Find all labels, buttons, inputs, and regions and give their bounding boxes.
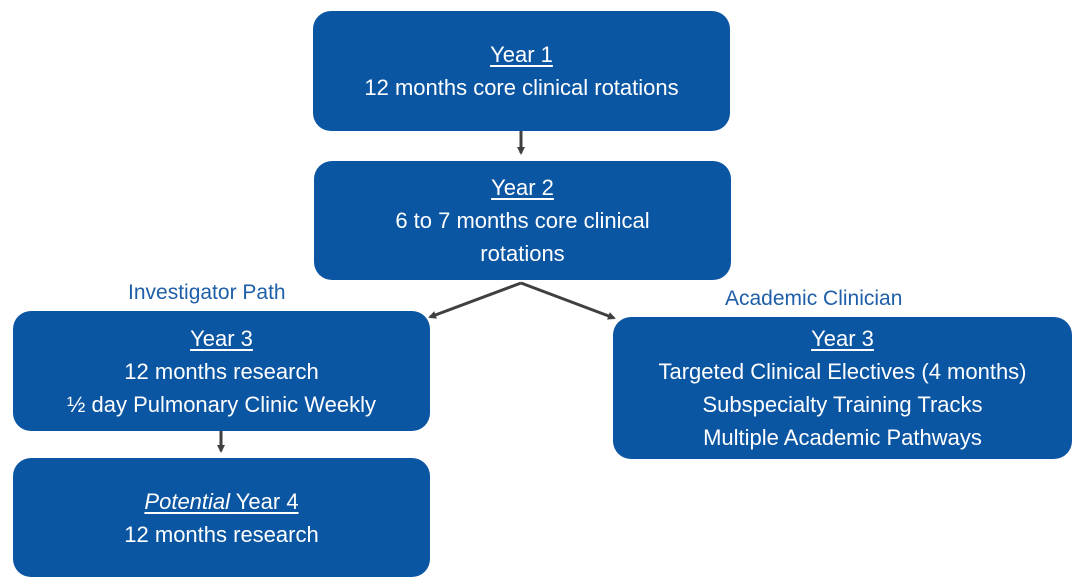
year3-investigator-box: Year 3 12 months research ½ day Pulmonar… [13, 311, 430, 431]
year2-line-2: rotations [480, 241, 565, 266]
year3-academic-line-1: Targeted Clinical Electives (4 months) [658, 359, 1027, 384]
year4-box: Potential Year 4 12 months research [13, 458, 430, 577]
year4-line-1: 12 months research [124, 521, 319, 547]
year3-academic-line-3: Multiple Academic Pathways [703, 425, 982, 450]
year3-academic-title: Year 3 [811, 326, 874, 351]
year1-line-1: 12 months core clinical rotations [364, 75, 679, 100]
year3-investigator-line-1: 12 months research [124, 358, 319, 384]
year3-investigator-title: Year 3 [190, 325, 253, 351]
year2-title: Year 2 [491, 175, 554, 200]
year4-title: Potential Year 4 [144, 485, 298, 518]
year4-title-emphasis: Potential [144, 488, 231, 514]
academic-clinician-label: Academic Clinician [725, 287, 903, 310]
year1-title: Year 1 [490, 42, 553, 67]
year1-box: Year 1 12 months core clinical rotations [313, 11, 730, 131]
year4-title-rest: Year 4 [230, 488, 299, 514]
arrow-year2-to-investigator [428, 281, 522, 319]
year2-box: Year 2 6 to 7 months core clinical rotat… [314, 161, 731, 280]
investigator-path-label: Investigator Path [128, 281, 286, 304]
year3-investigator-line-2: ½ day Pulmonary Clinic Weekly [67, 391, 376, 417]
year2-line-1: 6 to 7 months core clinical [395, 208, 650, 233]
arrow-year2-to-academic [520, 281, 616, 320]
year3-academic-line-2: Subspecialty Training Tracks [702, 392, 983, 417]
year3-academic-box: Year 3 Targeted Clinical Electives (4 mo… [613, 317, 1072, 459]
